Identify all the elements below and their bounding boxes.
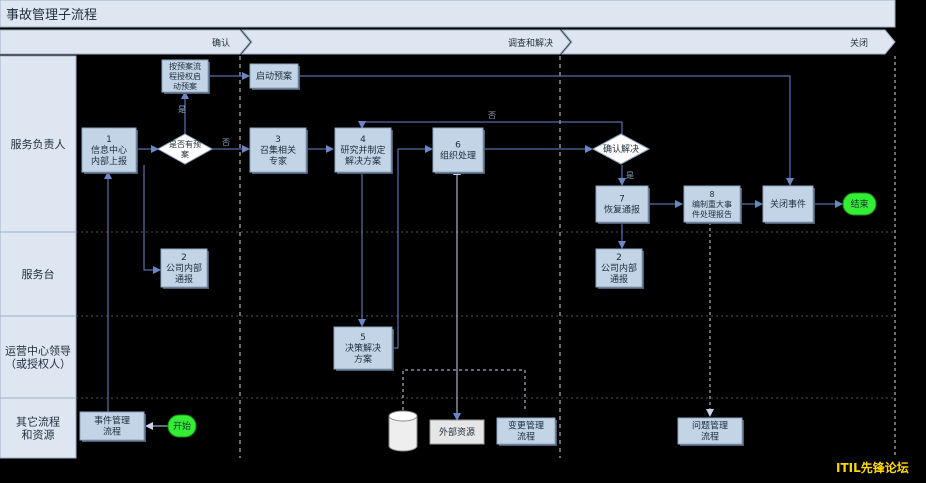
process-shape [79, 411, 145, 441]
phase-label: 关闭 [850, 37, 868, 49]
lane-header [0, 55, 77, 233]
node-label: 是否有预案 [169, 139, 201, 159]
decision-shape [591, 133, 651, 165]
node-label: 开始 [173, 420, 191, 432]
node-start-plan: 启动预案 [249, 63, 300, 90]
phase-confirm [0, 29, 251, 55]
terminal-shape [167, 414, 197, 438]
decision-shape [156, 133, 214, 165]
process-shape [496, 417, 556, 445]
phase-label: 确认 [212, 37, 230, 49]
node-label: 变更管理流程 [508, 420, 544, 443]
process-shape [762, 185, 814, 223]
phase-close [560, 29, 896, 55]
process-shape [161, 59, 209, 93]
node-problem-proc: 问题管理流程 [677, 417, 744, 446]
node-label: 结束 [850, 198, 868, 210]
lane-label: 运营中心领导（或授权人） [5, 343, 71, 370]
node-label: 事件管理流程 [94, 415, 130, 438]
branch-label-no: 否 [222, 138, 230, 147]
database-icon [388, 410, 418, 452]
process-shape [249, 127, 307, 173]
process-shape [249, 63, 299, 89]
watermark: ITIL先锋论坛 [836, 460, 909, 475]
process-shape [595, 185, 649, 223]
node-end: 结束 [842, 192, 877, 216]
phase-investigate [240, 29, 571, 55]
node-label: 问题管理流程 [692, 420, 728, 443]
branch-label-yes: 是 [178, 105, 186, 114]
process-shape [429, 419, 485, 445]
node-decision1: 是否有预案 [156, 133, 214, 165]
process-shape [595, 248, 643, 288]
lane-header [0, 397, 77, 459]
node-external: 外部资源 [429, 419, 485, 445]
node-label: 外部资源 [439, 426, 475, 438]
lane-header [0, 231, 77, 317]
process-shape [81, 127, 137, 173]
node-label: 启动预案 [256, 70, 292, 82]
node-label: 确认解决 [603, 143, 639, 155]
node-start: 开始 [167, 414, 197, 438]
lane-header [0, 315, 77, 399]
process-shape [160, 248, 208, 288]
node-plan: 按预案流程授权启动预案 [161, 59, 210, 94]
process-shape [334, 127, 392, 173]
connectors [104, 72, 843, 430]
node-decision2: 确认解决 [591, 133, 651, 165]
node-close-event: 关闭事件 [762, 185, 815, 224]
node-label: 关闭事件 [770, 198, 806, 210]
node-change-proc: 变更管理流程 [496, 417, 557, 446]
node-incident-proc: 事件管理流程 [79, 411, 146, 442]
node-label: 按预案流程授权启动预案 [169, 61, 201, 91]
diagram-title: 事故管理子流程 [6, 8, 97, 23]
process-shape [333, 326, 393, 370]
process-shape [432, 127, 484, 173]
lane-label: 服务负责人 [11, 137, 66, 151]
branch-label-yes: 是 [626, 171, 634, 180]
lane-label: 其它流程和资源 [16, 414, 60, 441]
process-shape [677, 417, 743, 445]
branch-label-no: 否 [488, 111, 496, 120]
process-shape [683, 185, 741, 223]
terminal-shape [842, 192, 877, 216]
phase-label: 调查和解决 [508, 37, 553, 49]
lane-label: 服务台 [22, 267, 55, 281]
title-bar [0, 0, 896, 28]
